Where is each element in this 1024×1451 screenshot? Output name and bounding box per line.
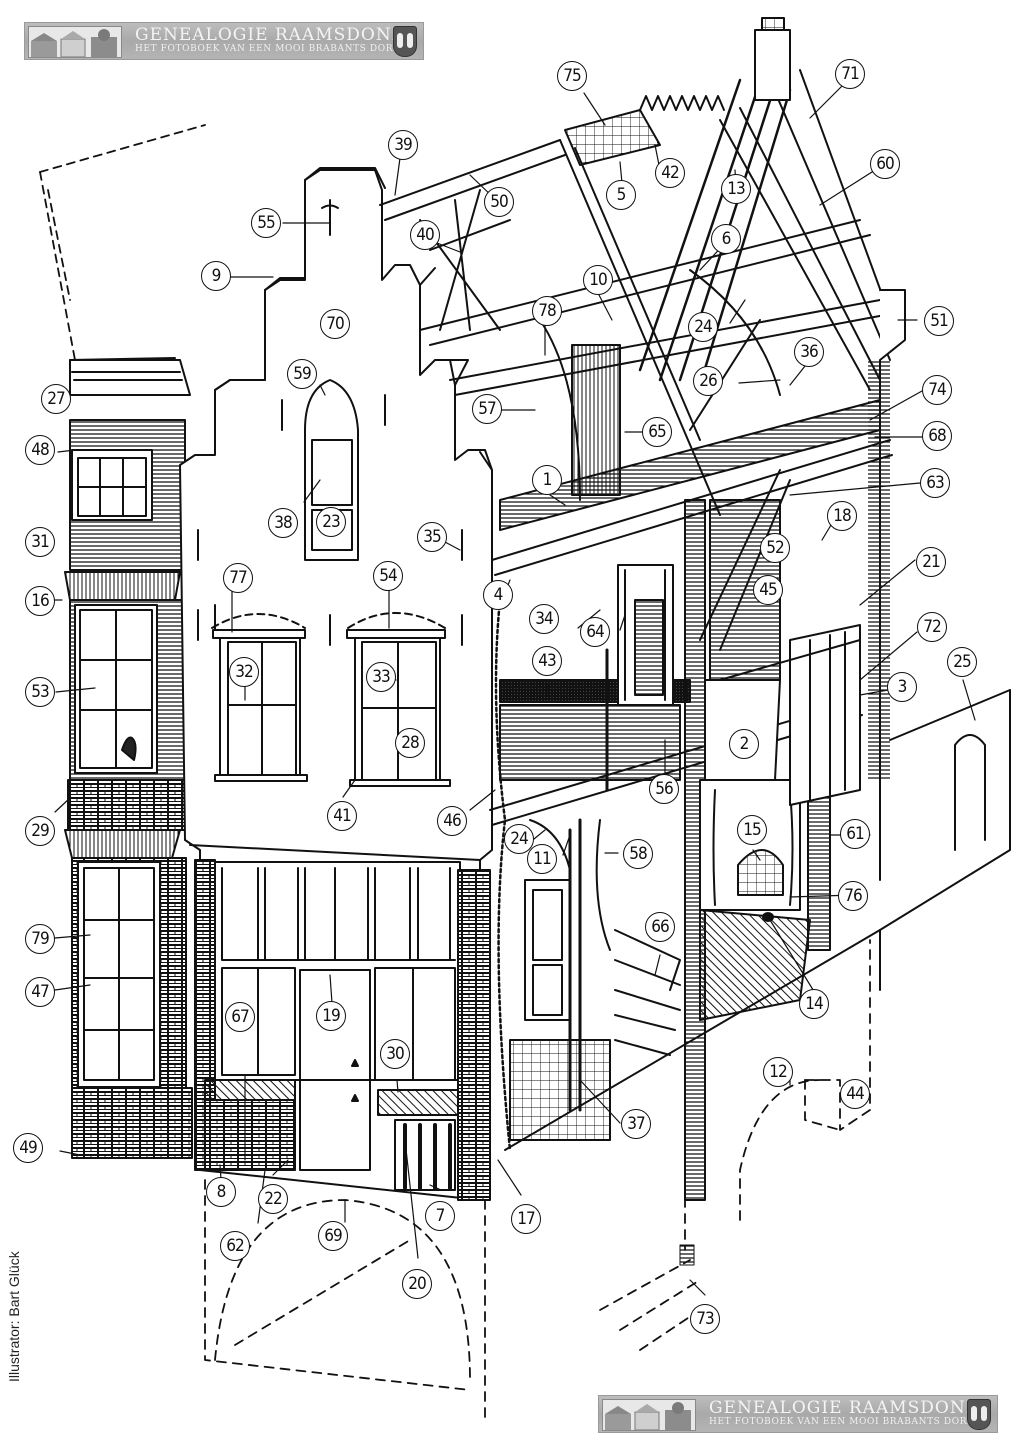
callout-2: 2 [729,729,759,759]
callout-31: 31 [25,527,55,557]
callout-36: 36 [794,337,824,367]
callout-48: 48 [25,435,55,465]
interior-cutaway [489,439,1011,1201]
stepped-gable-facade [179,167,493,1201]
callout-68: 68 [922,421,952,451]
callout-29: 29 [25,816,55,846]
banner-title: GENEALOGIE RAAMSDONK [135,25,406,45]
callout-11: 11 [527,844,557,874]
callout-45: 45 [753,575,783,605]
callout-52: 52 [760,533,790,563]
banner-title: GENEALOGIE RAAMSDONK [709,1398,980,1418]
callout-55: 55 [251,208,281,238]
callout-26: 26 [693,366,723,396]
callout-74: 74 [922,375,952,405]
callout-21: 21 [916,547,946,577]
callout-17: 17 [511,1204,541,1234]
coat-of-arms-icon [393,26,417,57]
left-bay-building [64,357,193,1159]
callout-60: 60 [870,149,900,179]
callout-5: 5 [606,180,636,210]
callout-47: 47 [25,977,55,1007]
callout-78: 78 [532,296,562,326]
callout-71: 71 [835,59,865,89]
callout-42: 42 [655,158,685,188]
callout-4: 4 [483,580,513,610]
callout-73: 73 [690,1304,720,1334]
callout-33: 33 [366,662,396,692]
banner-subtitle: HET FOTOBOEK VAN EEN MOOI BRABANTS DORP [135,44,400,54]
callout-34: 34 [529,604,559,634]
callout-35: 35 [417,522,447,552]
callout-13: 13 [721,174,751,204]
callout-75: 75 [557,61,587,91]
callout-44: 44 [840,1079,870,1109]
callout-64: 64 [580,617,610,647]
callout-53: 53 [25,677,55,707]
callout-24: 24 [504,824,534,854]
callout-12: 12 [763,1057,793,1087]
callout-69: 69 [318,1221,348,1251]
neighbour-roof-outline [39,124,206,361]
callout-3: 3 [887,672,917,702]
callout-54: 54 [373,561,403,591]
callout-38: 38 [268,508,298,538]
callout-50: 50 [484,187,514,217]
callout-18: 18 [827,501,857,531]
callout-32: 32 [229,657,259,687]
callout-19: 19 [316,1001,346,1031]
callout-7: 7 [425,1201,455,1231]
callout-27: 27 [41,384,71,414]
callout-58: 58 [623,839,653,869]
callout-23: 23 [316,507,346,537]
callout-76: 76 [838,881,868,911]
callout-9: 9 [201,261,231,291]
callout-37: 37 [621,1109,651,1139]
callout-72: 72 [917,612,947,642]
site-banner-top: GENEALOGIE RAAMSDONK HET FOTOBOEK VAN EE… [24,22,424,60]
village-skyline-image [28,26,122,58]
callout-8: 8 [206,1177,236,1207]
callout-14: 14 [799,989,829,1019]
callout-67: 67 [225,1002,255,1032]
village-skyline-image [602,1399,696,1431]
callout-43: 43 [532,646,562,676]
callout-49: 49 [13,1133,43,1163]
callout-24: 24 [688,312,718,342]
callout-22: 22 [258,1184,288,1214]
callout-40: 40 [410,220,440,250]
callout-66: 66 [645,912,675,942]
callout-6: 6 [711,224,741,254]
callout-57: 57 [472,394,502,424]
site-banner-bottom: GENEALOGIE RAAMSDONK HET FOTOBOEK VAN EE… [598,1395,998,1433]
callout-16: 16 [25,586,55,616]
callout-79: 79 [25,924,55,954]
callout-51: 51 [924,306,954,336]
callout-46: 46 [437,806,467,836]
callout-62: 62 [220,1231,250,1261]
callout-63: 63 [920,468,950,498]
roof-truss-structure [379,17,906,791]
callout-15: 15 [737,815,767,845]
callout-1: 1 [532,465,562,495]
callout-20: 20 [402,1269,432,1299]
callout-56: 56 [649,774,679,804]
callout-65: 65 [642,417,672,447]
callout-25: 25 [947,647,977,677]
coat-of-arms-icon [967,1399,991,1430]
callout-39: 39 [388,130,418,160]
callout-41: 41 [327,801,357,831]
callout-30: 30 [380,1039,410,1069]
cellar-stairs [679,1244,695,1266]
callout-77: 77 [223,563,253,593]
callout-70: 70 [320,309,350,339]
banner-subtitle: HET FOTOBOEK VAN EEN MOOI BRABANTS DORP [709,1417,974,1427]
callout-28: 28 [395,728,425,758]
callout-59: 59 [287,359,317,389]
callout-61: 61 [840,819,870,849]
callout-10: 10 [583,265,613,295]
